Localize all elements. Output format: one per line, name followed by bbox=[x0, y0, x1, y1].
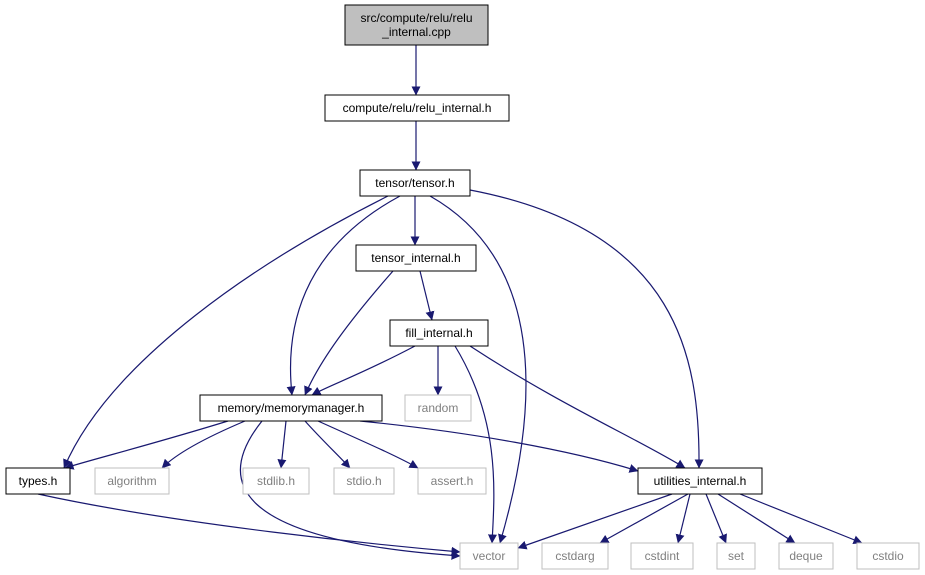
node-label: random bbox=[418, 401, 459, 415]
node-box bbox=[389, 319, 489, 347]
node-box bbox=[716, 542, 756, 570]
edge-fill-internal-h-to-vector bbox=[454, 345, 497, 544]
node-label: types.h bbox=[19, 474, 58, 488]
node-label: tensor/tensor.h bbox=[375, 176, 454, 190]
node-label: set bbox=[728, 549, 745, 563]
node-assert-h: assert.h bbox=[417, 467, 487, 495]
node-box bbox=[637, 467, 763, 495]
edge-utilities-internal-h-to-cstdarg bbox=[599, 493, 689, 544]
node-cstdio: cstdio bbox=[856, 542, 920, 570]
node-box bbox=[856, 542, 920, 570]
node-cstdarg: cstdarg bbox=[541, 542, 609, 570]
node-memorymanager-h[interactable]: memory/memorymanager.h bbox=[199, 394, 383, 422]
edge-memorymanager-h-to-algorithm bbox=[161, 420, 246, 469]
edge-utilities-internal-h-to-deque bbox=[717, 493, 796, 544]
edge-fill-internal-h-to-memorymanager-h bbox=[311, 345, 416, 396]
node-types-h[interactable]: types.h bbox=[5, 467, 71, 495]
node-deque: deque bbox=[778, 542, 834, 570]
node-stdlib-h: stdlib.h bbox=[242, 467, 310, 495]
edges-layer bbox=[37, 45, 863, 560]
node-box bbox=[5, 467, 71, 495]
node-algorithm: algorithm bbox=[94, 467, 170, 495]
node-relu-h[interactable]: compute/relu/relu_internal.h bbox=[324, 94, 510, 122]
node-label: assert.h bbox=[431, 474, 474, 488]
node-tensor-h[interactable]: tensor/tensor.h bbox=[359, 169, 471, 197]
node-label: utilities_internal.h bbox=[654, 474, 747, 488]
node-box bbox=[404, 394, 472, 422]
node-vector: vector bbox=[459, 542, 519, 570]
nodes-layer: src/compute/relu/relu_internal.cppcomput… bbox=[5, 4, 920, 570]
node-label: src/compute/relu/relu bbox=[360, 11, 472, 25]
edge-memorymanager-h-to-assert-h bbox=[317, 420, 419, 469]
node-label: algorithm bbox=[107, 474, 156, 488]
node-box bbox=[242, 467, 310, 495]
node-box bbox=[344, 4, 489, 46]
node-stdio-h: stdio.h bbox=[333, 467, 395, 495]
node-label: deque bbox=[789, 549, 823, 563]
node-label: vector bbox=[473, 549, 506, 563]
node-label: tensor_internal.h bbox=[371, 251, 460, 265]
edge-tensor-h-to-utilities-internal-h bbox=[469, 189, 704, 469]
node-box bbox=[630, 542, 694, 570]
node-box bbox=[324, 94, 510, 122]
node-label: cstdint bbox=[645, 549, 680, 563]
node-box bbox=[199, 394, 383, 422]
edge-memorymanager-h-to-stdio-h bbox=[304, 420, 351, 469]
edge-tensor-h-to-types-h bbox=[63, 195, 389, 469]
node-label: cstdio bbox=[872, 549, 904, 563]
node-label: compute/relu/relu_internal.h bbox=[343, 101, 492, 115]
edge-types-h-to-vector bbox=[37, 493, 461, 556]
node-tensor-internal-h[interactable]: tensor_internal.h bbox=[355, 244, 477, 272]
node-label: stdio.h bbox=[346, 474, 381, 488]
edge-utilities-internal-h-to-set bbox=[705, 493, 727, 544]
node-box bbox=[417, 467, 487, 495]
node-box bbox=[541, 542, 609, 570]
node-label: stdlib.h bbox=[257, 474, 295, 488]
edge-memorymanager-h-to-stdlib-h bbox=[277, 420, 287, 469]
node-relu-cpp: src/compute/relu/relu_internal.cpp bbox=[344, 4, 489, 46]
node-box bbox=[359, 169, 471, 197]
edge-utilities-internal-h-to-cstdio bbox=[739, 493, 863, 544]
node-label: memory/memorymanager.h bbox=[218, 401, 365, 415]
node-fill-internal-h[interactable]: fill_internal.h bbox=[389, 319, 489, 347]
edge-tensor-internal-h-to-fill-internal-h bbox=[419, 270, 435, 321]
node-label: cstdarg bbox=[555, 549, 594, 563]
edge-memorymanager-h-to-vector bbox=[239, 420, 461, 560]
node-box bbox=[459, 542, 519, 570]
node-box bbox=[355, 244, 477, 272]
node-label: fill_internal.h bbox=[405, 326, 472, 340]
edge-fill-internal-h-to-utilities-internal-h bbox=[469, 345, 686, 469]
node-random: random bbox=[404, 394, 472, 422]
edge-tensor-h-to-vector bbox=[429, 195, 527, 544]
edge-tensor-internal-h-to-memorymanager-h bbox=[304, 270, 394, 396]
edge-utilities-internal-h-to-vector bbox=[517, 493, 673, 550]
edge-utilities-internal-h-to-cstdint bbox=[675, 493, 691, 544]
edge-memorymanager-h-to-utilities-internal-h bbox=[359, 420, 639, 473]
node-box bbox=[333, 467, 395, 495]
node-box bbox=[778, 542, 834, 570]
node-box bbox=[94, 467, 170, 495]
node-cstdint: cstdint bbox=[630, 542, 694, 570]
node-label: _internal.cpp bbox=[381, 25, 451, 39]
edge-tensor-h-to-memorymanager-h bbox=[286, 195, 401, 396]
edge-memorymanager-h-to-types-h bbox=[64, 420, 229, 470]
node-set: set bbox=[716, 542, 756, 570]
node-utilities-internal-h[interactable]: utilities_internal.h bbox=[637, 467, 763, 495]
